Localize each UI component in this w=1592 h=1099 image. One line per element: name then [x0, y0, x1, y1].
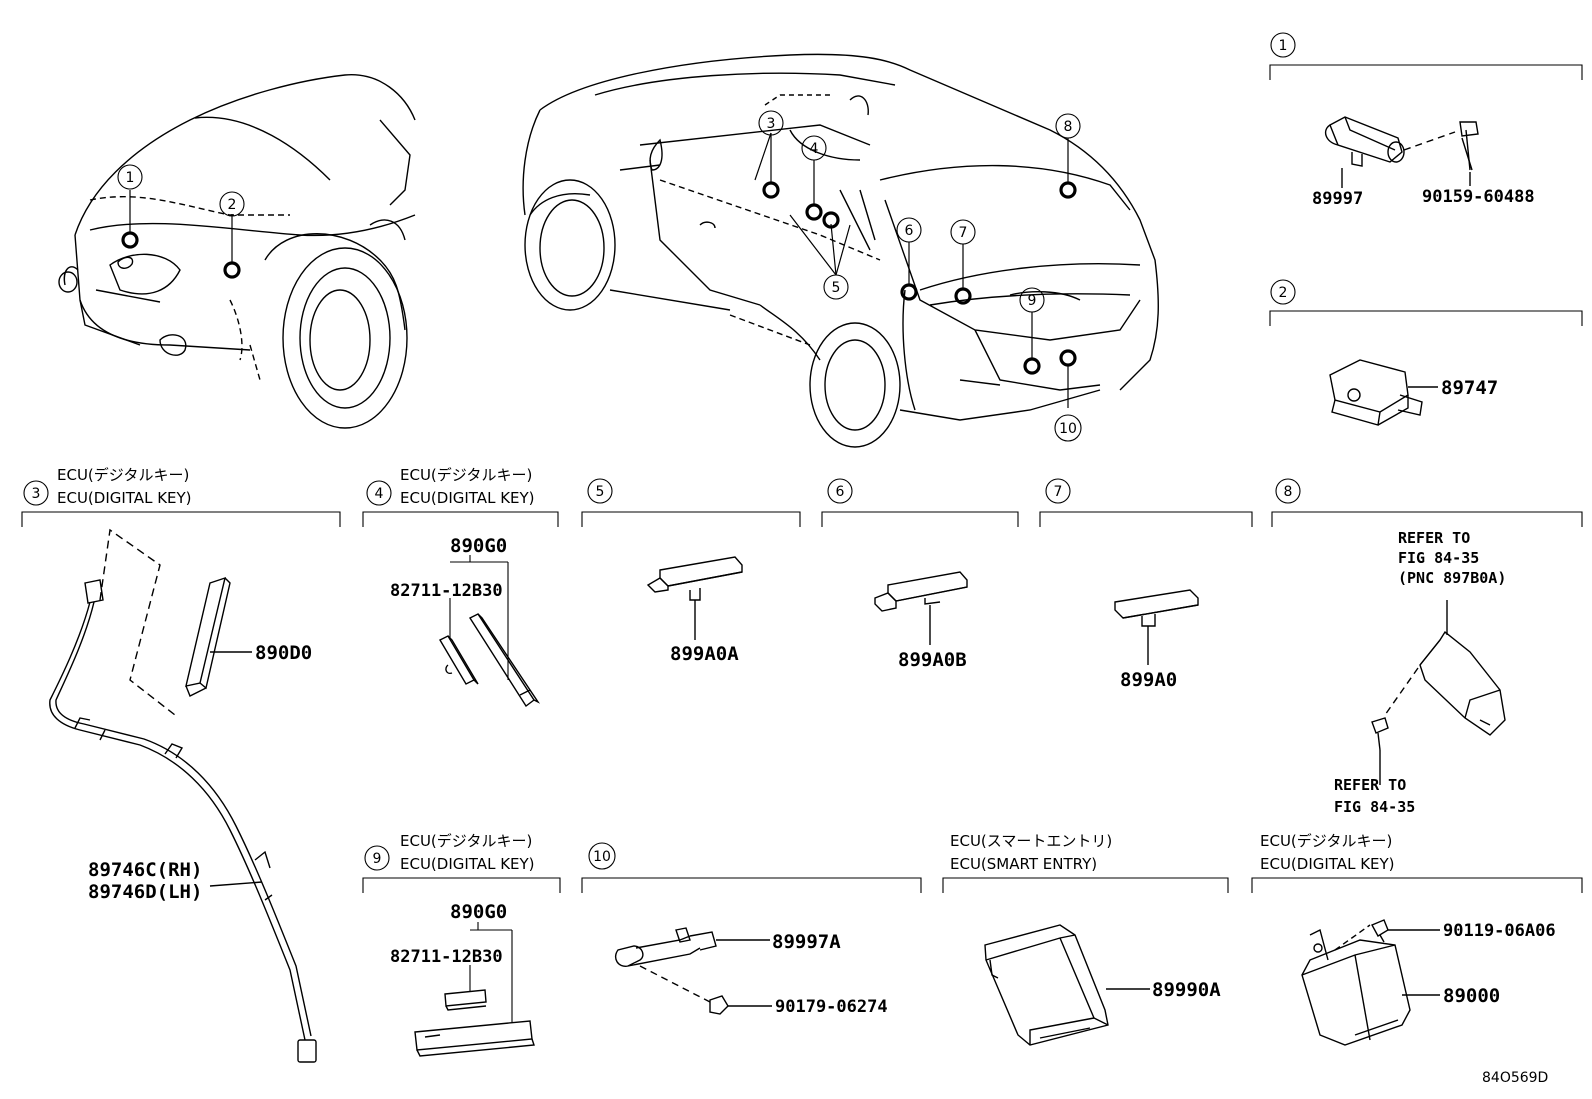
part-82711-12B30-drawing — [439, 635, 479, 685]
ref-top-line1: REFER TO — [1398, 529, 1470, 547]
part-899A0-drawing — [1114, 589, 1199, 627]
pn-899A0B: 899A0B — [898, 649, 967, 671]
ref-top-line2: FIG 84-35 — [1398, 549, 1479, 567]
callout-5: 5 — [832, 280, 841, 296]
section-5-number: 5 — [596, 484, 605, 500]
callout-2: 2 — [228, 197, 237, 213]
part-89746-harness-drawing — [49, 579, 317, 1063]
part-890G0-s9-drawing — [414, 1020, 535, 1057]
pn-82711-12B30-s9: 82711-12B30 — [390, 947, 503, 967]
pn-899A0: 899A0 — [1120, 669, 1177, 691]
part-89997A-drawing — [614, 927, 717, 967]
bolt-ref-drawing — [1371, 717, 1389, 751]
pn-899A0A: 899A0A — [670, 643, 739, 665]
leader-dashed-10 — [639, 965, 711, 1003]
section-7-number: 7 — [1054, 484, 1063, 500]
leader-dashed-1 — [1403, 131, 1456, 151]
pn-89747: 89747 — [1441, 377, 1498, 399]
part-89000-drawing — [1301, 928, 1411, 1046]
part-897B0A-bracket-drawing — [1419, 630, 1506, 736]
callout-1: 1 — [126, 170, 135, 186]
section-4-number: 4 — [375, 486, 384, 502]
section-1-number: 1 — [1279, 38, 1288, 54]
section-2-number: 2 — [1279, 285, 1288, 301]
pn-890G0-s4: 890G0 — [450, 535, 507, 557]
digital-key-title-jp: ECU(デジタルキー) — [1260, 832, 1392, 850]
section-3-title-en: ECU(DIGITAL KEY) — [57, 489, 192, 507]
digital-key-title-en: ECU(DIGITAL KEY) — [1260, 855, 1395, 873]
callout-9: 9 — [1028, 293, 1037, 309]
callout-3: 3 — [767, 116, 776, 132]
pn-89997: 89997 — [1312, 189, 1363, 209]
car-callout-points — [121, 181, 1077, 375]
section-4-title-jp: ECU(デジタルキー) — [400, 466, 532, 484]
section-3-title-jp: ECU(デジタルキー) — [57, 466, 189, 484]
part-899A0B-drawing — [874, 571, 968, 612]
part-89747-drawing — [1329, 359, 1423, 426]
car-callout-leaders — [129, 132, 1069, 408]
section-9-title-jp: ECU(デジタルキー) — [400, 832, 532, 850]
ref-bottom-line2: FIG 84-35 — [1334, 798, 1415, 816]
dashed-outline-890D0 — [99, 528, 176, 716]
leader-dashed-dk — [1334, 924, 1371, 951]
section-brackets — [21, 64, 1583, 893]
part-90179-06274-drawing — [709, 995, 729, 1015]
pn-890D0: 890D0 — [255, 642, 312, 664]
pn-90119-06A06: 90119-06A06 — [1443, 921, 1556, 941]
section-10-number: 10 — [593, 849, 611, 865]
pn-89000: 89000 — [1443, 985, 1500, 1007]
part-899A0A-drawing — [646, 556, 743, 601]
callout-4: 4 — [810, 141, 819, 157]
ref-bottom-line1: REFER TO — [1334, 776, 1406, 794]
pn-82711-12B30-s4: 82711-12B30 — [390, 581, 503, 601]
front-car-illustration — [58, 74, 416, 429]
smart-entry-title-jp: ECU(スマートエントリ) — [950, 832, 1112, 850]
section-number-circles — [23, 32, 1301, 871]
car-callout-circles — [117, 110, 1082, 442]
part-90119-06A06-drawing — [1371, 919, 1389, 943]
pn-90159-60488: 90159-60488 — [1422, 187, 1535, 207]
pn-90179-06274: 90179-06274 — [775, 997, 888, 1017]
section-9-number: 9 — [373, 851, 382, 867]
pn-89997A: 89997A — [772, 931, 841, 953]
callout-6: 6 — [905, 223, 914, 239]
section-9-leaders — [469, 922, 513, 1022]
part-89990A-drawing — [984, 924, 1109, 1046]
part-890D0-drawing — [185, 576, 231, 697]
callout-7: 7 — [959, 225, 968, 241]
section-8-number: 8 — [1284, 484, 1293, 500]
section-3-number: 3 — [32, 486, 41, 502]
part-89997-drawing — [1324, 116, 1405, 167]
section-9-title-en: ECU(DIGITAL KEY) — [400, 855, 535, 873]
pn-89746D: 89746D(LH) — [88, 881, 202, 903]
part-90159-60488-drawing — [1459, 121, 1479, 171]
pn-890G0-s9: 890G0 — [450, 901, 507, 923]
section-4-leaders — [449, 555, 509, 680]
rear-car-illustration — [522, 53, 1159, 448]
callout-8: 8 — [1064, 119, 1073, 135]
pn-89990A: 89990A — [1152, 979, 1221, 1001]
pn-89746C: 89746C(RH) — [88, 859, 202, 881]
ref-top-line3: (PNC 897B0A) — [1398, 569, 1506, 587]
part-890G0-drawing — [468, 613, 541, 708]
leader-dashed-8 — [1384, 667, 1419, 716]
section-4-title-en: ECU(DIGITAL KEY) — [400, 489, 535, 507]
callout-10: 10 — [1059, 421, 1077, 437]
smart-entry-title-en: ECU(SMART ENTRY) — [950, 855, 1097, 873]
part-82711-12B30-s9-drawing — [444, 989, 487, 1011]
leader-89746 — [209, 881, 263, 887]
section-6-number: 6 — [836, 484, 845, 500]
diagram-code: 84O569D — [1482, 1070, 1548, 1086]
